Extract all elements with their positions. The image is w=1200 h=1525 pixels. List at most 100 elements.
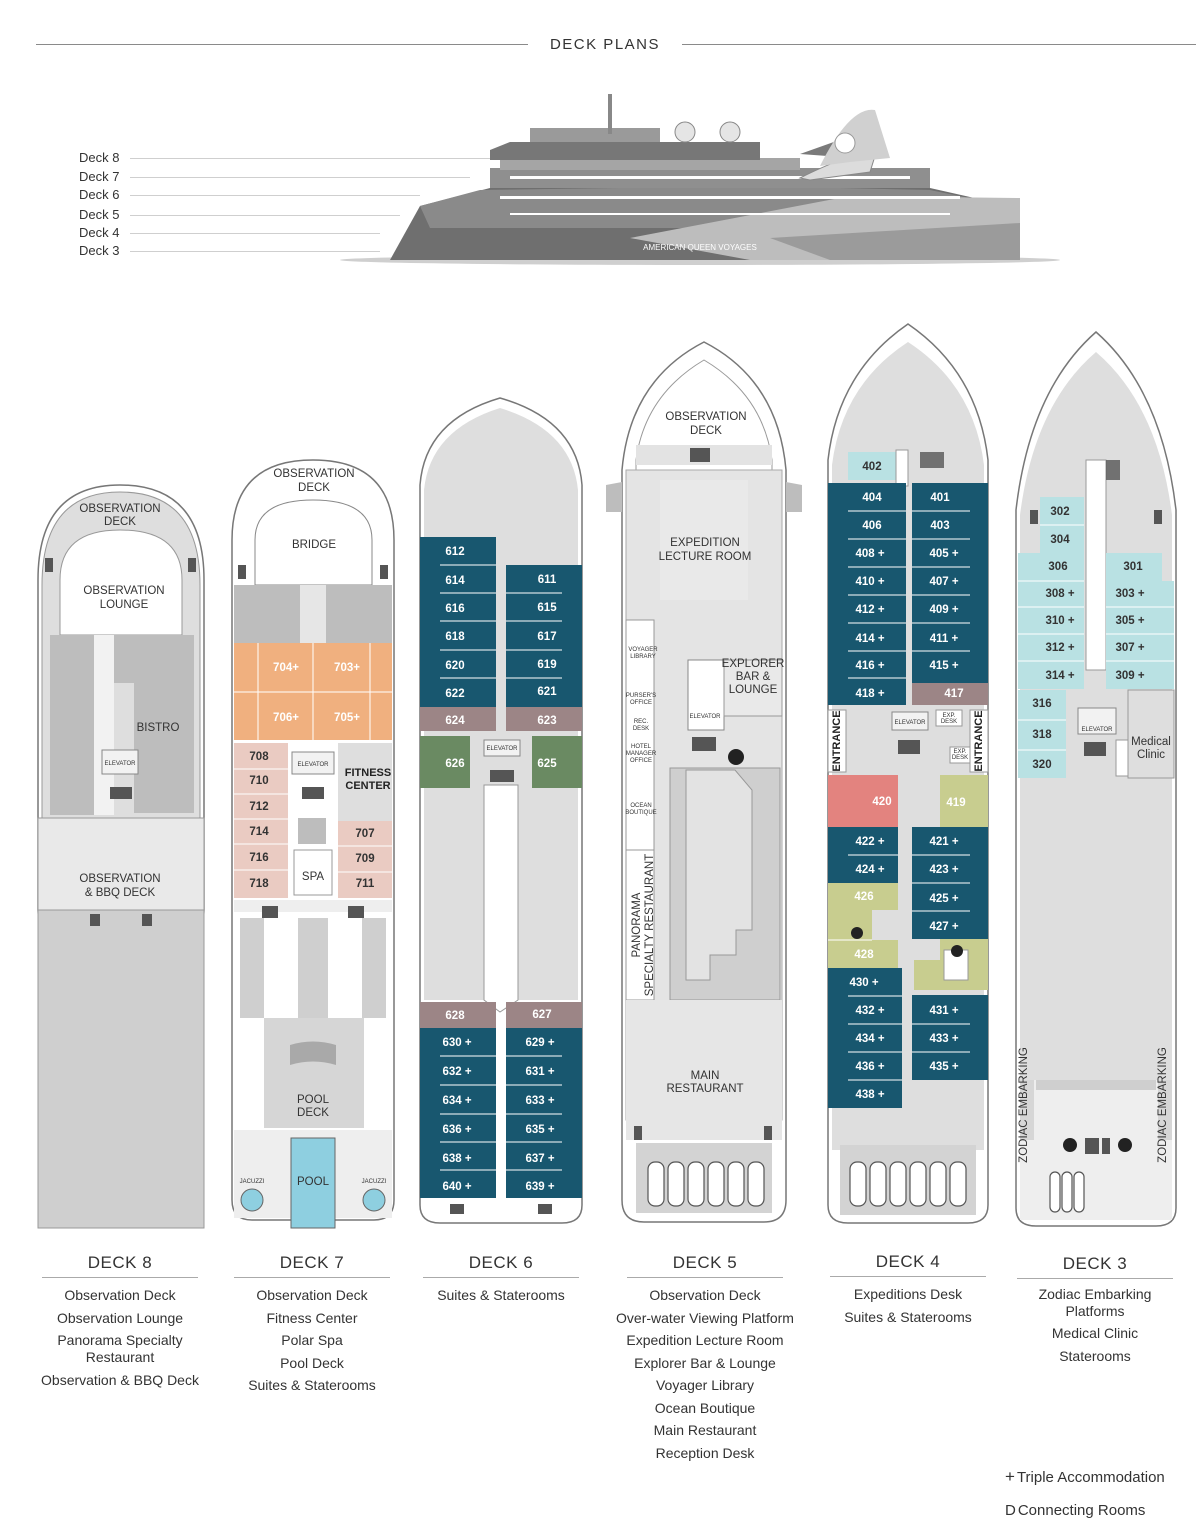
room-710[interactable]: 710 [249,775,268,787]
room-626[interactable]: 626 [445,758,464,770]
room-402[interactable]: 402 [862,461,881,473]
room-411[interactable]: 411 + [930,633,959,645]
room-304[interactable]: 304 [1050,534,1070,546]
room-307[interactable]: 307 + [1115,642,1144,654]
room-416[interactable]: 416 + [855,660,884,672]
room-305[interactable]: 305 + [1115,615,1144,627]
room-625[interactable]: 625 [537,758,557,770]
room-712[interactable]: 712 [249,801,268,813]
room-401[interactable]: 401 [930,492,950,504]
room-705[interactable]: 705+ [334,712,360,724]
room-703[interactable]: 703+ [334,662,360,674]
room-404[interactable]: 404 [862,492,882,504]
room-616[interactable]: 616 [445,603,464,615]
room-318[interactable]: 318 [1032,729,1052,741]
room-426[interactable]: 426 [854,891,873,903]
profile-label-deck7[interactable]: Deck 7 [79,169,120,184]
room-308[interactable]: 308 + [1045,588,1074,600]
room-433[interactable]: 433 + [929,1033,958,1045]
room-436[interactable]: 436 + [855,1061,884,1073]
room-316[interactable]: 316 [1032,698,1051,710]
room-303[interactable]: 303 + [1115,588,1144,600]
room-310[interactable]: 310 + [1045,615,1074,627]
room-415[interactable]: 415 + [929,660,958,672]
room-639[interactable]: 639 + [525,1181,554,1193]
room-716[interactable]: 716 [249,852,268,864]
room-631[interactable]: 631 + [525,1066,554,1078]
room-633[interactable]: 633 + [525,1095,554,1107]
room-612[interactable]: 612 [445,546,464,558]
room-306[interactable]: 306 [1048,561,1067,573]
room-617[interactable]: 617 [537,631,556,643]
room-427[interactable]: 427 + [929,921,958,933]
room-320[interactable]: 320 [1032,759,1051,771]
room-424[interactable]: 424 + [855,864,884,876]
room-417[interactable]: 417 [944,688,963,700]
room-435[interactable]: 435 + [929,1061,958,1073]
room-704[interactable]: 704+ [273,662,299,674]
profile-label-deck6[interactable]: Deck 6 [79,187,120,202]
room-414[interactable]: 414 + [855,633,884,645]
room-621[interactable]: 621 [537,686,557,698]
room-429[interactable]: 429 [948,965,967,977]
room-711[interactable]: 711 [356,878,375,890]
room-421[interactable]: 421 + [929,836,958,848]
room-438[interactable]: 438 + [855,1089,884,1101]
profile-label-deck4[interactable]: Deck 4 [79,225,120,240]
room-620[interactable]: 620 [445,660,464,672]
room-412[interactable]: 412 + [855,604,884,616]
room-640[interactable]: 640 + [442,1181,471,1193]
room-312[interactable]: 312 + [1045,642,1074,654]
profile-label-deck3[interactable]: Deck 3 [79,243,120,258]
room-632[interactable]: 632 + [442,1066,471,1078]
room-624[interactable]: 624 [445,715,465,727]
room-406[interactable]: 406 [862,520,881,532]
room-708[interactable]: 708 [249,751,269,763]
room-428[interactable]: 428 [854,949,874,961]
room-403[interactable]: 403 [930,520,949,532]
room-714[interactable]: 714 [249,826,269,838]
room-611[interactable]: 611 [538,574,557,586]
room-628[interactable]: 628 [445,1010,465,1022]
room-635[interactable]: 635 + [525,1124,554,1136]
room-619[interactable]: 619 [537,659,556,671]
profile-label-deck5[interactable]: Deck 5 [79,207,120,222]
room-709[interactable]: 709 [355,853,374,865]
room-434[interactable]: 434 + [855,1033,884,1045]
room-409[interactable]: 409 + [929,604,958,616]
room-431[interactable]: 431 + [929,1005,958,1017]
room-422[interactable]: 422 + [855,836,884,848]
room-418[interactable]: 418 + [855,688,884,700]
room-707[interactable]: 707 [355,828,374,840]
room-420[interactable]: 420 [872,796,891,808]
room-629[interactable]: 629 + [525,1037,554,1049]
room-614[interactable]: 614 [445,575,465,587]
room-423[interactable]: 423 + [929,864,958,876]
room-410[interactable]: 410 + [855,576,884,588]
room-638[interactable]: 638 + [442,1153,471,1165]
room-627[interactable]: 627 [532,1009,551,1021]
profile-label-deck8[interactable]: Deck 8 [79,150,120,165]
room-630[interactable]: 630 + [442,1037,471,1049]
room-405[interactable]: 405 + [929,548,958,560]
room-634[interactable]: 634 + [442,1095,471,1107]
room-425[interactable]: 425 + [929,893,958,905]
room-623[interactable]: 623 [537,715,556,727]
deck7-features: Observation Deck Fitness Center Polar Sp… [212,1284,412,1397]
room-618[interactable]: 618 [445,631,465,643]
room-432[interactable]: 432 + [855,1005,884,1017]
room-419[interactable]: 419 [946,797,965,809]
room-636[interactable]: 636 + [442,1124,471,1136]
room-718[interactable]: 718 [249,878,269,890]
room-309[interactable]: 309 + [1115,670,1144,682]
room-408[interactable]: 408 + [855,548,884,560]
room-706[interactable]: 706+ [273,712,299,724]
room-615[interactable]: 615 [537,602,557,614]
room-314[interactable]: 314 + [1045,670,1074,682]
room-407[interactable]: 407 + [929,576,958,588]
room-302[interactable]: 302 [1050,506,1069,518]
room-301[interactable]: 301 [1123,561,1143,573]
room-430[interactable]: 430 + [849,977,878,989]
room-622[interactable]: 622 [445,688,464,700]
room-637[interactable]: 637 + [525,1153,554,1165]
